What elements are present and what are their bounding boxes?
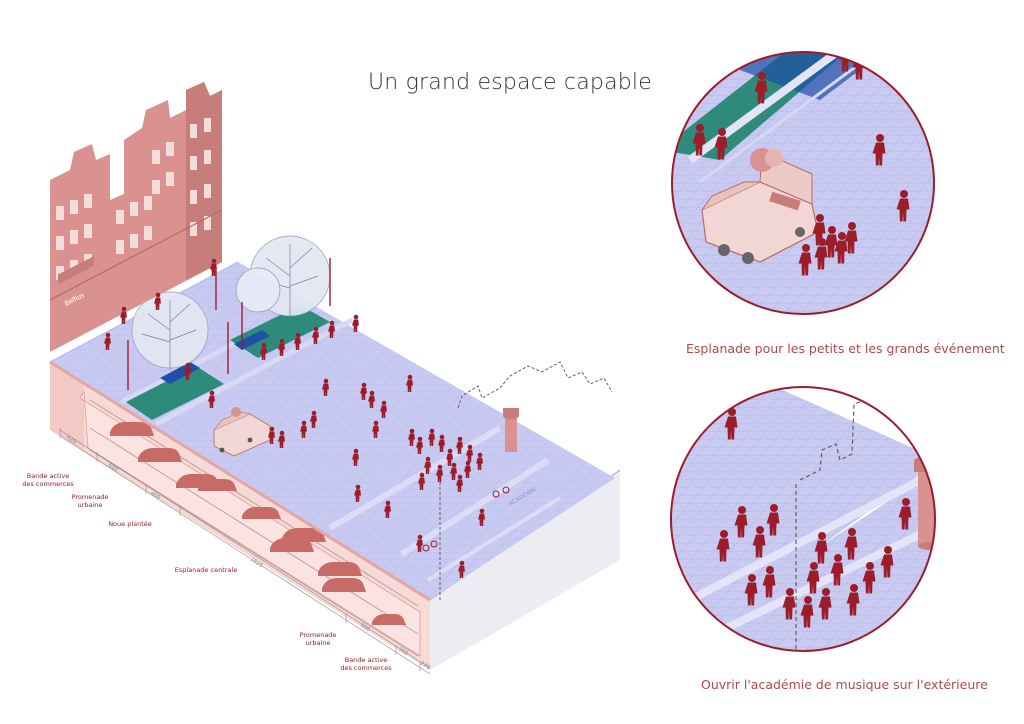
food-truck-icon (213, 407, 271, 457)
section-dim: 600 (107, 463, 119, 474)
dimension-lines: 420 600 400 1825 600 360 270 (59, 428, 431, 675)
food-truck-icon (701, 148, 819, 264)
building-facade: Belfius (49, 82, 223, 352)
section-dim: 400 (149, 491, 161, 502)
cyclist-icon (422, 486, 510, 552)
section-label: Esplanade centrale (175, 566, 237, 574)
section-label: Promenade (300, 631, 337, 639)
section-dim: 600 (359, 623, 371, 634)
section-label: Bande active (345, 656, 388, 664)
detail-circle-esplanade (672, 52, 934, 314)
section-label: urbaine (306, 639, 331, 647)
diagram-title: Un grand espace capable (368, 70, 652, 95)
section-label: des commerces (22, 480, 74, 488)
column-icon (503, 408, 519, 452)
column-icon (914, 454, 935, 550)
circle-border (671, 51, 935, 315)
caption-top: Esplanade pour les petits et les grands … (686, 341, 1005, 356)
academy-outline (439, 361, 613, 600)
street-lamp-icon (127, 258, 331, 390)
circle-border (670, 386, 936, 652)
section-label: Promenade (72, 493, 109, 501)
section-dim: 360 (397, 647, 409, 658)
detail-circle-academy (671, 387, 935, 651)
section-labels: Bande active des commerces Promenade urb… (22, 472, 392, 672)
section-label: des commerces (340, 664, 392, 672)
section-dim: 420 (65, 435, 77, 446)
car-icon (110, 422, 406, 625)
section-label: Bande active (27, 472, 70, 480)
section-dim: 270 (419, 661, 431, 672)
caption-bottom: Ouvrir l'académie de musique sur l'extér… (701, 677, 988, 692)
parked-cars (110, 422, 406, 625)
section-label: urbaine (78, 501, 103, 509)
section-label: Noue plantée (108, 520, 152, 528)
cyclist-icon (898, 616, 935, 642)
